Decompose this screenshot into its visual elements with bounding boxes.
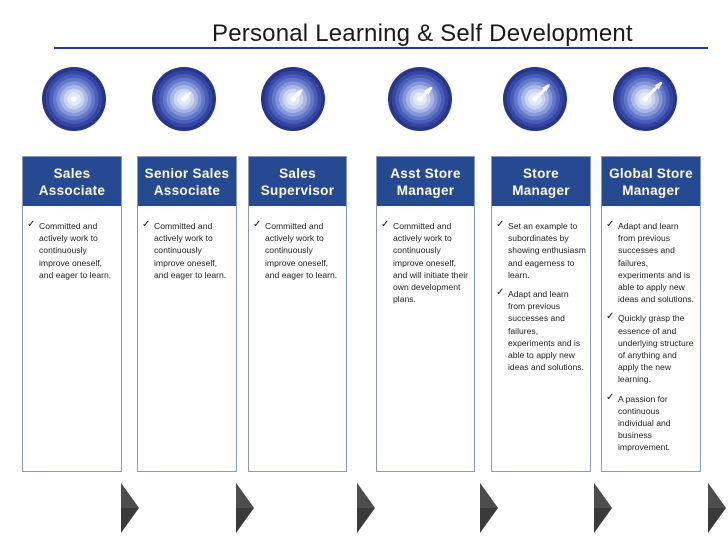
stage-header: Store Manager: [492, 157, 590, 206]
list-item-text: A passion for continuous individual and …: [618, 393, 671, 453]
stage-column: Senior Sales Associate ✓Committed and ac…: [137, 156, 237, 472]
list-item: ✓Committed and actively work to continuo…: [253, 219, 342, 281]
list-item-text: Committed and actively work to continuou…: [393, 221, 468, 305]
target-with-arrow-icon: [151, 66, 217, 132]
stage-header: Global Store Manager: [602, 157, 700, 206]
list-item: ✓Committed and actively work to continuo…: [27, 219, 117, 281]
chevron-right-icon: [707, 482, 727, 534]
checkmark-icon: ✓: [253, 219, 262, 230]
target-with-arrow-icon: [41, 66, 107, 132]
checkmark-icon: ✓: [496, 287, 505, 299]
checkmark-icon: ✓: [27, 219, 36, 230]
stage-header-line: Manager: [396, 182, 455, 198]
stage-header: Asst Store Manager: [377, 157, 474, 206]
stage-header-line: Asst Store: [390, 165, 461, 181]
stage-header-line: Store: [522, 165, 559, 181]
title-underline: [54, 47, 708, 49]
stage-header-line: Associate: [153, 182, 221, 198]
stage-header-line: Sales: [53, 165, 91, 181]
list-item: ✓Committed and actively work to continuo…: [142, 219, 232, 281]
stage-header-line: Manager: [622, 182, 680, 198]
stage-column: Store Manager ✓Set an example to subordi…: [491, 156, 591, 472]
page-title: Personal Learning & Self Development: [212, 20, 633, 47]
list-item: ✓Set an example to subordinates by showi…: [496, 219, 586, 281]
target-with-arrow-icon: [260, 66, 326, 132]
list-item-text: Adapt and learn from previous successes …: [618, 221, 694, 305]
list-item-text: Committed and actively work to continuou…: [265, 221, 338, 280]
stage-item-list: ✓Committed and actively work to continuo…: [23, 206, 121, 281]
stage-header-line: Sales: [279, 165, 316, 181]
list-item: ✓Adapt and learn from previous successes…: [606, 219, 696, 305]
chevron-right-icon: [235, 482, 255, 534]
list-item-text: Committed and actively work to continuou…: [39, 221, 112, 280]
checkmark-icon: ✓: [606, 219, 615, 230]
list-item: ✓A passion for continuous individual and…: [606, 392, 696, 454]
stage-item-list: ✓Set an example to subordinates by showi…: [492, 206, 590, 373]
chevron-right-icon: [120, 482, 140, 534]
target-with-arrow-icon: [502, 66, 568, 132]
chevron-right-icon: [479, 482, 499, 534]
stage-header: Sales Associate: [23, 157, 121, 206]
stage-item-list: ✓Committed and actively work to continuo…: [377, 206, 474, 305]
stage-header-line: Manager: [512, 182, 570, 198]
checkmark-icon: ✓: [381, 219, 390, 230]
list-item-text: Committed and actively work to continuou…: [154, 221, 227, 280]
stage-column: Global Store Manager ✓Adapt and learn fr…: [601, 156, 701, 472]
list-item: ✓Adapt and learn from previous successes…: [496, 287, 586, 373]
list-item-text: Quickly grasp the essence of and underly…: [618, 313, 694, 385]
checkmark-icon: ✓: [142, 219, 151, 230]
chevron-right-icon: [356, 482, 376, 534]
stage-item-list: ✓Adapt and learn from previous successes…: [602, 206, 700, 454]
stage-header-line: Supervisor: [260, 182, 335, 198]
stage-column: Sales Associate ✓Committed and actively …: [22, 156, 122, 472]
list-item: ✓Quickly grasp the essence of and underl…: [606, 311, 696, 385]
stage-header: Senior Sales Associate: [138, 157, 236, 206]
list-item: ✓Committed and actively work to continuo…: [381, 219, 470, 305]
checkmark-icon: ✓: [606, 391, 615, 403]
stage-header: Sales Supervisor: [249, 157, 346, 206]
stage-item-list: ✓Committed and actively work to continuo…: [138, 206, 236, 281]
stage-header-line: Associate: [38, 182, 106, 198]
stage-header-line: Senior Sales: [144, 165, 230, 181]
list-item-text: Adapt and learn from previous successes …: [508, 289, 584, 373]
target-with-arrow-icon: [612, 66, 678, 132]
stage-header-line: Global Store: [609, 165, 693, 181]
stage-column: Asst Store Manager ✓Committed and active…: [376, 156, 475, 472]
stage-item-list: ✓Committed and actively work to continuo…: [249, 206, 346, 281]
list-item-text: Set an example to subordinates by showin…: [508, 221, 586, 280]
target-with-arrow-icon: [387, 66, 453, 132]
checkmark-icon: ✓: [606, 311, 615, 323]
checkmark-icon: ✓: [496, 219, 505, 230]
chevron-right-icon: [593, 482, 613, 534]
stage-column: Sales Supervisor ✓Committed and actively…: [248, 156, 347, 472]
